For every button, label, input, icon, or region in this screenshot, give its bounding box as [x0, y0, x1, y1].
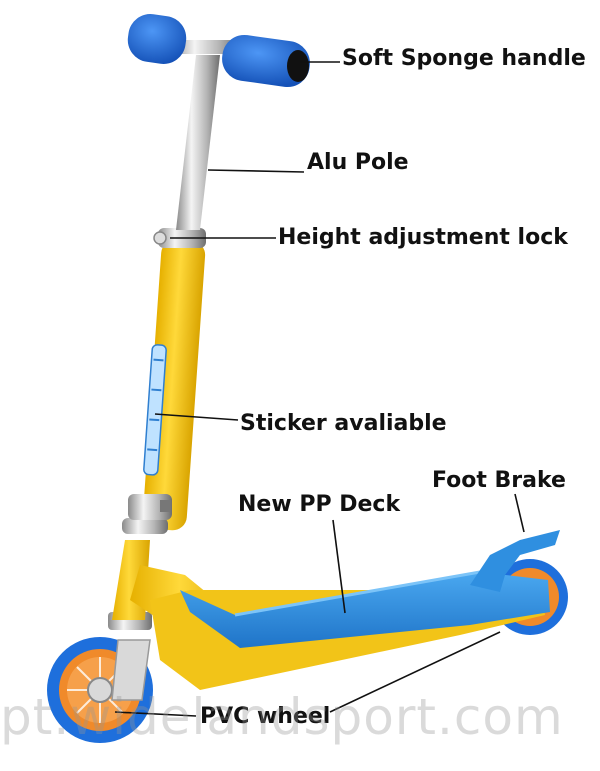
label-height-adjustment-lock: Height adjustment lock — [278, 225, 568, 250]
leader-lines — [114, 61, 525, 717]
foot-brake — [470, 530, 560, 592]
label-alu-pole: Alu Pole — [307, 150, 409, 175]
stem-sticker — [143, 344, 167, 476]
label-foot-brake: Foot Brake — [432, 468, 566, 493]
alu-pole — [176, 55, 220, 230]
lower-clamp — [122, 494, 172, 534]
front-fork — [108, 540, 152, 701]
label-pp-deck: New PP Deck — [238, 492, 401, 517]
label-sticker: Sticker avaliable — [240, 411, 447, 436]
handlebar — [127, 14, 310, 88]
deck — [180, 570, 550, 648]
label-pvc-wheel: PVC wheel — [200, 704, 331, 729]
label-soft-sponge-handle: Soft Sponge handle — [342, 46, 586, 71]
watermark: pt.widelandsport.com — [0, 688, 564, 746]
